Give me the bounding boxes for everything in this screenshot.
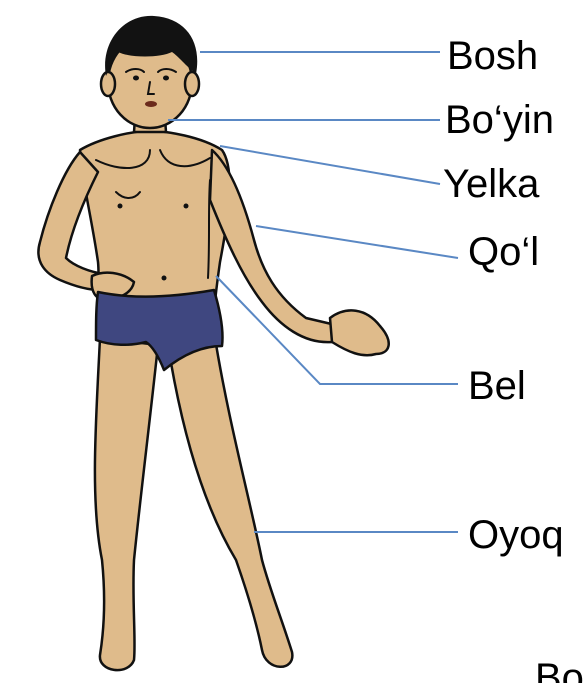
label-shoulder: Yelka bbox=[443, 164, 539, 204]
label-arm: Qo‘l bbox=[468, 232, 539, 272]
right-leg bbox=[168, 332, 292, 667]
label-leg: Oyoq bbox=[468, 515, 564, 555]
right-hand bbox=[330, 310, 389, 355]
right-arm bbox=[210, 150, 340, 342]
leader-line-shoulder bbox=[220, 146, 440, 184]
label-foot: Bo bbox=[535, 658, 584, 683]
label-neck: Bo‘yin bbox=[445, 100, 554, 140]
left-leg bbox=[95, 338, 158, 670]
leader-line-arm bbox=[256, 226, 458, 258]
label-waist: Bel bbox=[468, 366, 526, 406]
label-head: Bosh bbox=[447, 36, 538, 76]
